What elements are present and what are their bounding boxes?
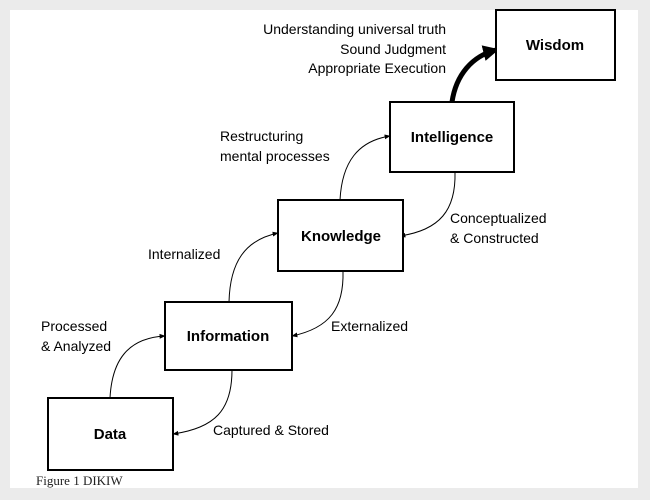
- edge-data-to-information: [109, 333, 166, 399]
- annotation-wisdom-line2: Sound Judgment: [340, 41, 446, 57]
- annotation-internalized: Internalized: [148, 246, 220, 262]
- node-knowledge: Knowledge: [277, 199, 404, 272]
- annotation-processed-line1: Processed: [41, 318, 107, 334]
- node-wisdom: Wisdom: [495, 9, 616, 81]
- edge-intelligence-to-wisdom: [449, 45, 500, 103]
- node-wisdom-label: Wisdom: [526, 37, 584, 54]
- node-knowledge-label: Knowledge: [301, 228, 381, 245]
- annotation-restructuring-line2: mental processes: [220, 148, 330, 164]
- edge-intelligence-to-knowledge: [399, 171, 456, 238]
- node-data: Data: [47, 397, 174, 471]
- annotation-captured: Captured & Stored: [213, 422, 329, 438]
- edge-information-to-knowledge: [228, 231, 279, 303]
- annotation-processed-line2: & Analyzed: [41, 338, 111, 354]
- annotation-restructuring-line1: Restructuring: [220, 128, 303, 144]
- node-information: Information: [164, 301, 293, 371]
- annotation-conceptualized-line1: Conceptualized: [450, 210, 547, 226]
- edge-information-to-data: [172, 369, 233, 436]
- edge-knowledge-to-information: [291, 270, 344, 338]
- node-information-label: Information: [187, 328, 270, 345]
- node-intelligence-label: Intelligence: [411, 129, 494, 146]
- edge-knowledge-to-intelligence: [339, 134, 391, 201]
- node-data-label: Data: [94, 426, 127, 443]
- node-intelligence: Intelligence: [389, 101, 515, 173]
- annotation-externalized: Externalized: [331, 318, 408, 334]
- annotation-conceptualized-line2: & Constructed: [450, 230, 539, 246]
- figure-caption: Figure 1 DIKIW: [36, 473, 123, 488]
- annotation-wisdom-line1: Understanding universal truth: [263, 21, 446, 37]
- annotation-wisdom-line3: Appropriate Execution: [308, 60, 446, 76]
